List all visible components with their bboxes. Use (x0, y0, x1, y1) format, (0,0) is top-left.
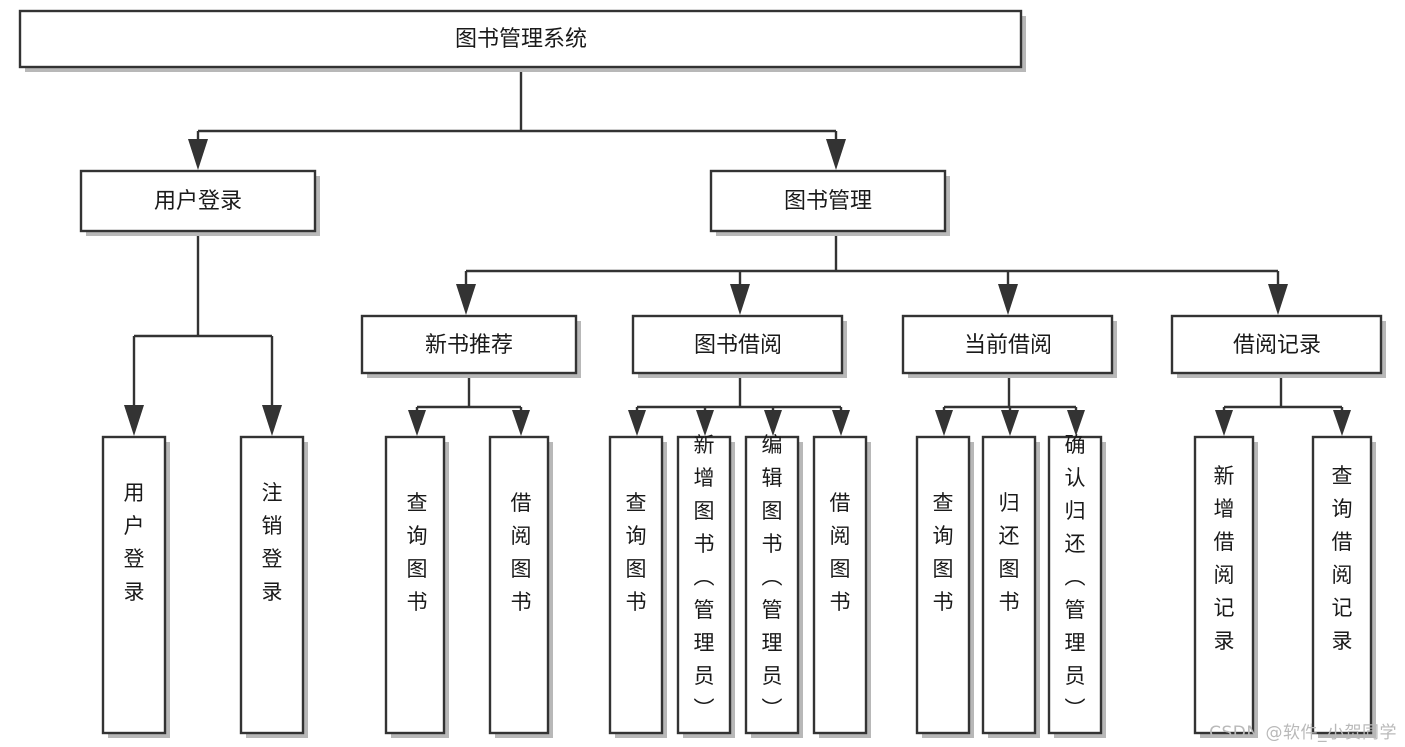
leaf-bb-borrow-book-rect (812, 435, 868, 735)
arrow-head-leaf-query-record (1333, 410, 1351, 436)
leaf-nb-query-book-rect (384, 435, 446, 735)
leaf-cb-return-book[interactable]: 归还图书 (981, 435, 1040, 738)
node-book-borrow[interactable]: 图书借阅 (631, 314, 847, 378)
leaf-user-login-label: 用户登录 (124, 481, 145, 604)
node-book-borrow-rect (631, 314, 844, 375)
node-user-login-label: 用户登录 (154, 189, 242, 214)
leaf-bb-query-book-label: 查询图书 (626, 491, 647, 614)
node-current-borrow[interactable]: 当前借阅 (901, 314, 1117, 378)
leaf-cb-confirm-return-rect (1047, 435, 1103, 735)
arrow-head-borrow-record (1268, 284, 1288, 315)
node-book-borrow-label: 图书借阅 (694, 333, 782, 358)
leaf-user-login[interactable]: 用户登录 (101, 435, 170, 738)
node-root-label: 图书管理系统 (455, 27, 587, 52)
leaf-user-login-rect (101, 435, 167, 735)
leaf-bb-borrow-book[interactable]: 借阅图书 (812, 435, 871, 738)
arrow-head-leaf-confirm-return (1067, 410, 1085, 436)
node-new-book-recommend-label: 新书推荐 (425, 333, 513, 358)
leaf-br-query-record-label: 查询借阅记录 (1332, 464, 1353, 653)
leaf-cb-query-book[interactable]: 查询图书 (915, 435, 974, 738)
node-current-borrow-rect (901, 314, 1114, 375)
arrow-head-leaf-query-book-3 (935, 410, 953, 436)
node-book-manage-label: 图书管理 (784, 189, 872, 214)
node-user-login[interactable]: 用户登录 (79, 169, 320, 236)
node-borrow-record-label: 借阅记录 (1233, 333, 1321, 358)
leaf-logout-label: 注销登录 (262, 481, 283, 604)
node-current-borrow-label: 当前借阅 (964, 333, 1052, 358)
leaf-br-add-record[interactable]: 新增借阅记录 (1193, 435, 1258, 738)
node-new-book-recommend[interactable]: 新书推荐 (360, 314, 581, 378)
leaf-cb-confirm-return[interactable]: 确认归还︵管理员︶ (1047, 433, 1106, 738)
leaf-bb-add-book-label: 新增图书︵管理员︶ (694, 433, 715, 721)
arrow-head-leaf-logout (262, 405, 282, 436)
leaf-br-query-record[interactable]: 查询借阅记录 (1311, 435, 1376, 738)
leaf-bb-query-book[interactable]: 查询图书 (608, 435, 667, 738)
leaf-bb-borrow-book-label: 借阅图书 (830, 491, 851, 614)
leaf-bb-edit-book-rect (744, 435, 800, 735)
arrow-head-leaf-user-login (124, 405, 144, 436)
leaf-nb-query-book-label: 查询图书 (407, 491, 428, 614)
leaf-cb-confirm-return-label: 确认归还︵管理员︶ (1065, 433, 1086, 721)
node-user-login-rect (79, 169, 317, 233)
leaf-logout-rect (239, 435, 305, 735)
leaf-bb-add-book-rect (676, 435, 732, 735)
arrow-head-leaf-add-record (1215, 410, 1233, 436)
leaf-cb-query-book-rect (915, 435, 971, 735)
arrow-head-leaf-return-book (1001, 410, 1019, 436)
leaf-br-add-record-label: 新增借阅记录 (1214, 464, 1235, 653)
node-new-book-recommend-rect (360, 314, 578, 375)
arrow-head-leaf-borrow-book-2 (832, 410, 850, 436)
arrow-head-current-borrow (998, 284, 1018, 315)
leaf-br-query-record-rect (1311, 435, 1373, 735)
arrow-head-user-login (188, 139, 208, 170)
arrow-head-leaf-edit-book (764, 410, 782, 436)
node-book-manage-rect (709, 169, 947, 233)
arrow-head-book-manage (826, 139, 846, 170)
leaf-cb-return-book-rect (981, 435, 1037, 735)
node-root-system[interactable]: 图书管理系统 (18, 9, 1026, 72)
arrow-head-book-borrow (730, 284, 750, 315)
node-borrow-record-rect (1170, 314, 1383, 375)
leaf-bb-query-book-rect (608, 435, 664, 735)
node-book-manage[interactable]: 图书管理 (709, 169, 950, 236)
arrow-head-leaf-borrow-book-1 (512, 410, 530, 436)
leaf-nb-query-book[interactable]: 查询图书 (384, 435, 449, 738)
arrow-head-leaf-query-book-1 (408, 410, 426, 436)
leaf-nb-borrow-book-rect (488, 435, 550, 735)
node-root-rect (18, 9, 1023, 69)
leaf-nb-borrow-book[interactable]: 借阅图书 (488, 435, 553, 738)
leaf-cb-query-book-label: 查询图书 (933, 491, 954, 614)
leaf-br-add-record-rect (1193, 435, 1255, 735)
leaf-nb-borrow-book-label: 借阅图书 (511, 491, 532, 614)
arrow-head-leaf-add-book (696, 410, 714, 436)
arrow-head-new-book (456, 284, 476, 315)
connector-layer (124, 68, 1351, 436)
node-borrow-record[interactable]: 借阅记录 (1170, 314, 1386, 378)
arrow-head-leaf-query-book-2 (628, 410, 646, 436)
leaf-bb-add-book[interactable]: 新增图书︵管理员︶ (676, 433, 735, 738)
leaf-cb-return-book-label: 归还图书 (999, 491, 1020, 614)
leaf-logout[interactable]: 注销登录 (239, 435, 308, 738)
leaf-bb-edit-book[interactable]: 编辑图书︵管理员︶ (744, 433, 803, 738)
leaf-bb-edit-book-label: 编辑图书︵管理员︶ (762, 433, 783, 721)
